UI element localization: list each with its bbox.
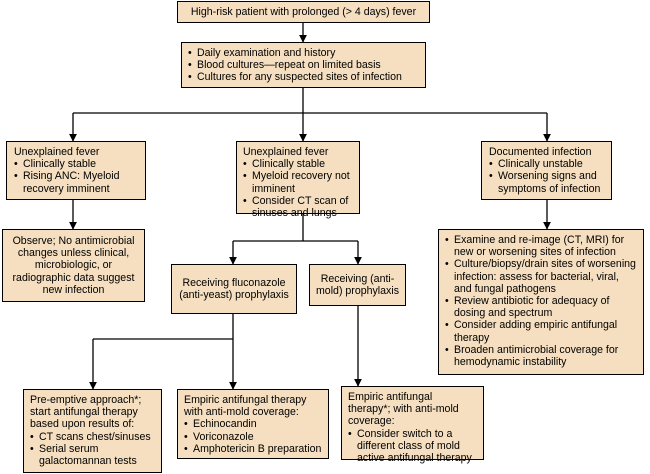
node-unexplained-stable: Unexplained fever Clinically stable Risi… xyxy=(6,141,146,200)
node-examine-reimage-item: Examine and re-image (CT, MRI) for new o… xyxy=(445,234,637,258)
node-preemptive-approach-item: CT scans chest/sinuses xyxy=(30,431,155,443)
node-unexplained-not-imminent-item: Myeloid recovery not imminent xyxy=(243,170,353,194)
node-examine-reimage-item: Consider adding empiric antifungal thera… xyxy=(445,319,637,343)
node-empiric-antifungal-1-item: Amphotericin B preparation xyxy=(184,443,322,455)
node-unexplained-stable-item: Rising ANC: Myeloid recovery imminent xyxy=(14,170,138,194)
node-fluconazole-prophylaxis-text: Receiving fluconazole (anti-yeast) proph… xyxy=(179,276,289,301)
node-examine-reimage: Examine and re-image (CT, MRI) for new o… xyxy=(438,229,644,375)
node-evaluation-item: Daily examination and history xyxy=(188,47,419,59)
node-unexplained-not-imminent-item: Consider CT scan of sinuses and lungs xyxy=(243,195,353,219)
node-empiric-antifungal-2-item: Consider switch to a different class of … xyxy=(348,428,477,465)
node-unexplained-not-imminent: Unexplained fever Clinically stable Myel… xyxy=(236,141,360,219)
node-examine-reimage-item: Culture/biopsy/drain sites of worsening … xyxy=(445,258,637,295)
node-empiric-antifungal-2: Empiric antifungal therapy*; with anti-m… xyxy=(341,386,484,464)
node-empiric-antifungal-1: Empiric antifungal therapy with anti-mol… xyxy=(177,389,329,459)
node-evaluation-item: Blood cultures—repeat on limited basis xyxy=(188,59,419,71)
node-empiric-antifungal-1-title: Empiric antifungal therapy with anti-mol… xyxy=(184,394,307,419)
node-antimold-prophylaxis: Receiving (anti-mold) prophylaxis xyxy=(309,264,406,306)
node-unexplained-not-imminent-item: Clinically stable xyxy=(243,158,353,170)
node-documented-infection-item: Clinically unstable xyxy=(489,158,604,170)
node-fluconazole-prophylaxis: Receiving fluconazole (anti-yeast) proph… xyxy=(171,264,297,314)
node-empiric-antifungal-1-item: Voriconazole xyxy=(184,431,322,443)
node-unexplained-stable-title: Unexplained fever xyxy=(14,146,100,158)
node-observe-text: Observe; No antimicrobial changes unless… xyxy=(12,234,135,296)
node-documented-infection: Documented infection Clinically unstable… xyxy=(481,141,612,200)
node-evaluation-item: Cultures for any suspected sites of infe… xyxy=(188,71,419,83)
node-examine-reimage-item: Review antibiotic for adequacy of dosing… xyxy=(445,295,637,319)
node-preemptive-approach-item: Serial serum galactomannan tests xyxy=(30,443,155,467)
node-start-text: High-risk patient with prolonged (> 4 da… xyxy=(190,5,417,18)
node-empiric-antifungal-1-item: Echinocandin xyxy=(184,418,322,430)
node-empiric-antifungal-2-title: Empiric antifungal therapy*; with anti-m… xyxy=(348,391,459,428)
node-observe: Observe; No antimicrobial changes unless… xyxy=(2,229,145,302)
node-start: High-risk patient with prolonged (> 4 da… xyxy=(177,1,430,23)
node-preemptive-approach: Pre-emptive approach*; start antifungal … xyxy=(23,389,162,473)
node-examine-reimage-item: Broaden antimicrobial coverage for hemod… xyxy=(445,344,637,368)
node-documented-infection-item: Worsening signs and symptoms of infectio… xyxy=(489,170,604,194)
node-unexplained-not-imminent-title: Unexplained fever xyxy=(243,146,329,158)
node-preemptive-approach-title: Pre-emptive approach*; start antifungal … xyxy=(30,394,142,431)
node-unexplained-stable-item: Clinically stable xyxy=(14,158,138,170)
node-antimold-prophylaxis-text: Receiving (anti-mold) prophylaxis xyxy=(315,272,400,297)
node-documented-infection-title: Documented infection xyxy=(489,146,592,158)
node-evaluation: Daily examination and history Blood cult… xyxy=(181,42,426,88)
